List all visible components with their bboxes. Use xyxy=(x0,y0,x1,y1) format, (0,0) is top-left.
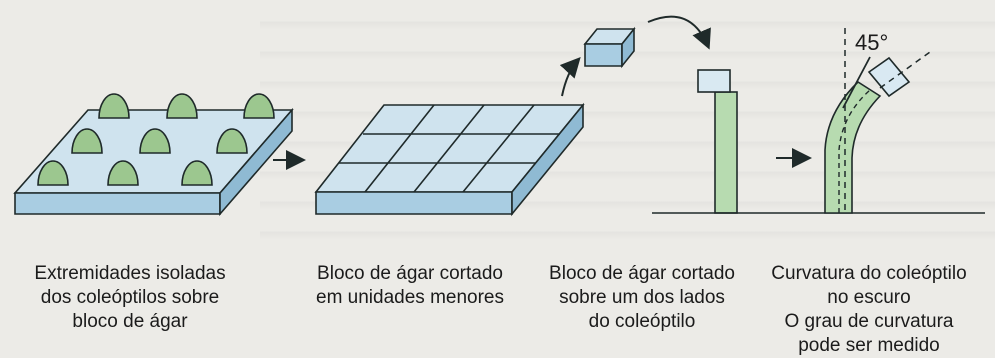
coleoptile-tip xyxy=(98,93,130,119)
coleoptile-tip xyxy=(166,93,198,119)
bent-coleoptile xyxy=(824,28,931,214)
cut-grid-lines xyxy=(339,104,560,193)
cut-agar-block xyxy=(314,102,585,217)
coleoptile-tip xyxy=(181,160,213,186)
coleoptile-tip xyxy=(107,160,139,186)
angle-label: 45° xyxy=(855,30,889,55)
small-agar-cube xyxy=(583,26,636,69)
agar-piece-on-side xyxy=(697,69,731,93)
agar-piece-on-bent-tip xyxy=(867,56,911,98)
angle-indicator-line xyxy=(842,56,871,109)
caption-step-4: Curvatura do coleóptilo no escuro O grau… xyxy=(771,263,967,356)
arrow-step-2-to-3 xyxy=(559,57,581,97)
caption-step-3: Bloco de ágar cortado sobre um dos lados… xyxy=(549,263,735,332)
coleoptile-with-agar xyxy=(697,69,738,214)
coleoptile-tip xyxy=(216,128,248,154)
coleoptile-stem xyxy=(714,91,738,214)
agar-block-side xyxy=(219,107,293,217)
arrow-cube-to-coleoptile xyxy=(647,15,711,50)
coleoptile-tip xyxy=(243,93,275,119)
agar-block-front xyxy=(14,192,221,215)
coleoptile-tip xyxy=(139,128,171,154)
bent-coleoptile-stem xyxy=(824,80,882,214)
cut-block-front xyxy=(315,191,513,215)
coleoptile-tip xyxy=(71,128,103,154)
coleoptile-tip xyxy=(37,160,69,186)
caption-step-2: Bloco de ágar cortado em unidades menore… xyxy=(316,263,504,308)
agar-block-with-tips xyxy=(13,93,294,217)
caption-step-1: Extremidades isoladas dos coleóptilos so… xyxy=(34,263,226,332)
bent-coleoptile-center-line xyxy=(838,89,871,213)
